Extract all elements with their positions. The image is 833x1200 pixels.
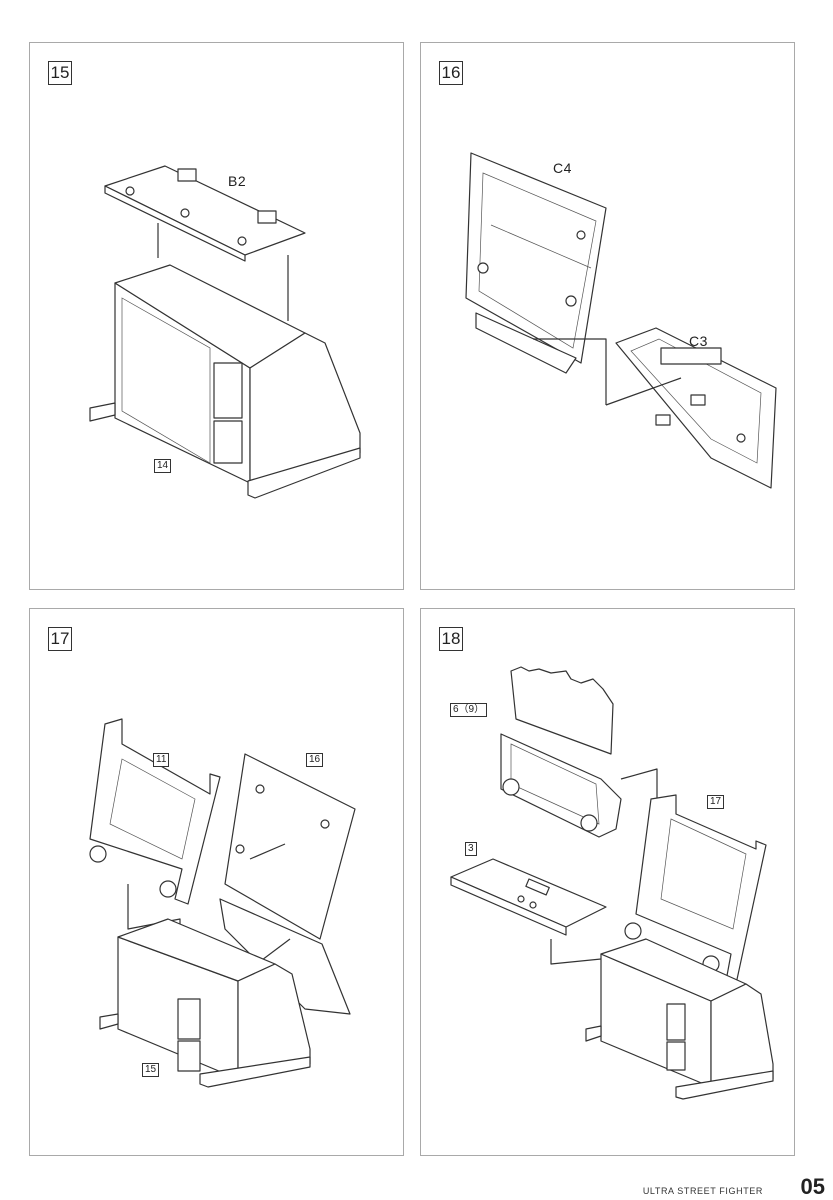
part-label-b2: B2: [228, 173, 247, 189]
step-16-panel: 16 C4 C3: [420, 42, 795, 590]
ref-label-11: 11: [153, 753, 170, 767]
ref-label-14: 14: [154, 459, 172, 473]
part-label-c3: C3: [689, 333, 708, 349]
step-18-illustration: [450, 666, 774, 1100]
step-number: 17: [48, 627, 72, 651]
step-number: 18: [439, 627, 463, 651]
step-18-panel: 18 6（9） 17 3: [420, 608, 795, 1156]
ref-label-16: 16: [306, 753, 324, 767]
step-15-illustration: [89, 165, 361, 499]
page-number: 05: [800, 1174, 825, 1199]
step-17-illustration: [89, 718, 356, 1088]
part-label-c4: C4: [553, 160, 572, 176]
ref-label-15: 15: [142, 1063, 160, 1077]
footer-text: ULTRA STREET FIGHTER: [642, 1186, 763, 1196]
step-number: 15: [48, 61, 72, 85]
step-16-illustration: [465, 152, 777, 489]
ref-label-3: 3: [465, 842, 477, 856]
step-15-panel: 15 B2 14: [29, 42, 404, 590]
ref-label-17: 17: [707, 795, 725, 809]
step-17-panel: 17 11 16 15: [29, 608, 404, 1156]
ref-label-6-9: 6（9）: [450, 703, 488, 717]
step-number: 16: [439, 61, 463, 85]
